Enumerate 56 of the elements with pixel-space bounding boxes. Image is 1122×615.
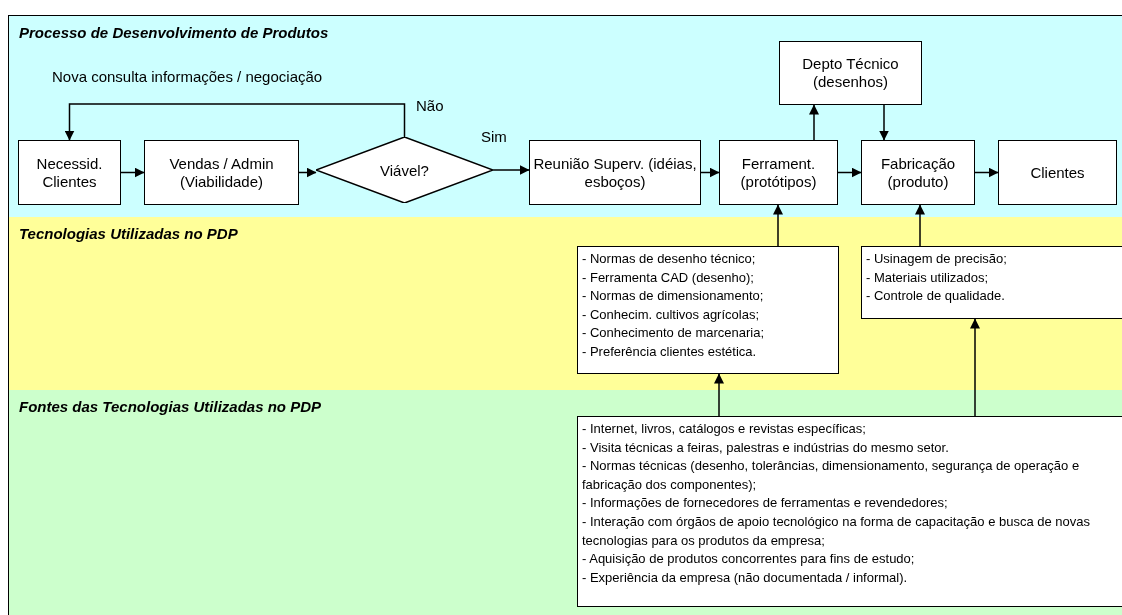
band-heading: Tecnologias Utilizadas no PDP xyxy=(19,225,238,242)
list-item: - Informações de fornecedores de ferramentas e revendedores; xyxy=(582,494,949,513)
arrow xyxy=(974,167,999,178)
arrow xyxy=(120,167,145,178)
list-item: - Normas de dimensionamento; xyxy=(582,287,765,306)
list-item: - Usinagem de precisão; xyxy=(866,250,1008,268)
list-item: - Materiais utilizados; xyxy=(866,268,990,287)
note-label: Nova consulta informações / negociação xyxy=(52,68,323,85)
list-item: - Experiência da empresa (não documentada / informal). xyxy=(582,568,909,587)
arrow xyxy=(700,167,720,178)
band-heading: Fontes das Tecnologias Utilizadas no PDP xyxy=(19,398,321,415)
process-band xyxy=(8,15,1122,217)
sources-list-box xyxy=(577,416,1122,607)
arrow xyxy=(837,167,862,178)
arrow xyxy=(809,104,819,141)
list-item: - Normas de desenho técnico; xyxy=(582,250,757,268)
arrow xyxy=(773,204,783,247)
process-box xyxy=(779,41,922,105)
technology-list-box xyxy=(577,246,839,374)
node-label: Depto Técnico (desenhos) xyxy=(801,55,900,91)
node-label: Fabricação (produto) xyxy=(879,154,957,191)
edge-label: Sim xyxy=(481,128,507,145)
arrow xyxy=(915,204,925,247)
list-item: - Conhecimento de marcenaria; xyxy=(582,324,766,343)
node-label: Reunião Superv. (idéias, esboços) xyxy=(532,154,698,191)
list-item: - Internet, livros, catálogos e revistas específicas; xyxy=(582,420,867,438)
process-box xyxy=(18,140,121,205)
arrow xyxy=(879,104,889,141)
band-heading: Processo de Desenvolvimento de Produtos xyxy=(19,24,329,41)
list-item: - Ferramenta CAD (desenho); xyxy=(582,268,755,287)
process-box xyxy=(998,140,1117,205)
list-item: - Controle de qualidade. xyxy=(866,287,1006,306)
process-box xyxy=(144,140,299,205)
edge-label: Não xyxy=(416,97,444,114)
arrow xyxy=(492,165,530,175)
list-item: - Visita técnicas a feiras, palestras e indústrias do mesmo setor. xyxy=(582,438,950,457)
list-item: - Conhecim. cultivos agrícolas; xyxy=(582,305,760,324)
process-box xyxy=(529,140,701,205)
arrow xyxy=(714,373,724,417)
arrow xyxy=(970,318,980,417)
arrow xyxy=(64,103,406,141)
node-label: Ferrament. (protótipos) xyxy=(739,154,818,191)
node-label: Clientes xyxy=(1030,163,1085,182)
technology-band xyxy=(8,217,1122,390)
arrow xyxy=(298,167,317,178)
list-item: - Aquisição de produtos concorrentes para fins de estudo; xyxy=(582,550,916,569)
node-label: Viável? xyxy=(380,161,429,179)
sources-band xyxy=(8,390,1122,615)
node-label: Necessid. Clientes xyxy=(35,154,104,191)
technology-list-box xyxy=(861,246,1122,319)
list-item: - Normas técnicas (desenho, tolerâncias, dimensionamento, segurança de operação e fabricação dos componentes); xyxy=(582,457,1081,494)
node-label: Vendas / Admin (Viabilidade) xyxy=(168,154,275,191)
process-box xyxy=(719,140,838,205)
list-item: - Preferência clientes estética. xyxy=(582,342,758,361)
list-item: - Interação com órgãos de apoio tecnológico na forma de capacitação e busca de novas tecnologias para os produtos da empresa; xyxy=(582,512,1092,550)
process-box xyxy=(861,140,975,205)
